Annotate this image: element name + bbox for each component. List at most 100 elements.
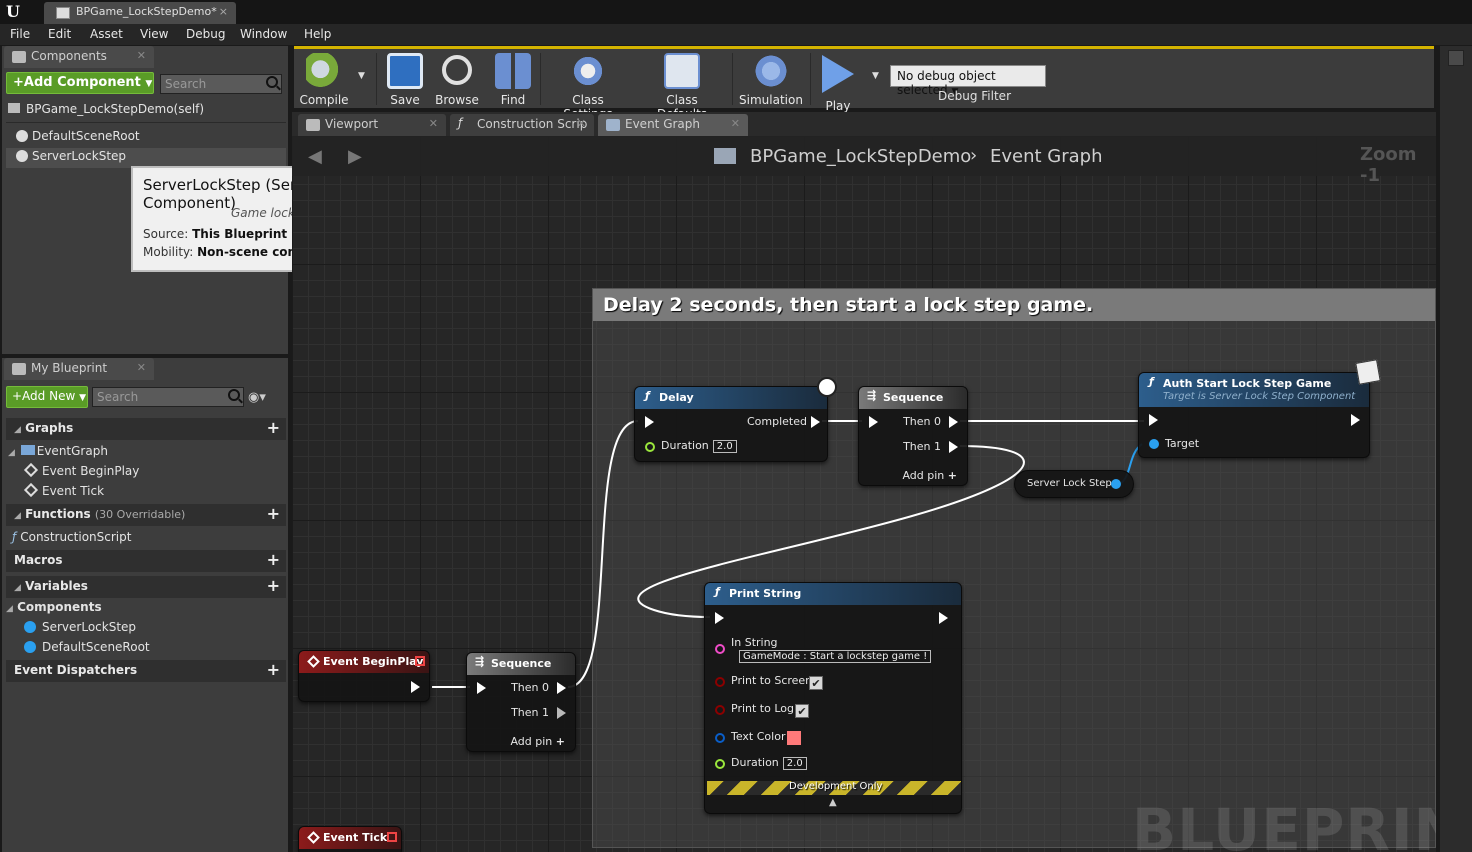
node-server-lock-step-getter[interactable]: Server Lock Step bbox=[1014, 470, 1134, 498]
exec-out-pin[interactable] bbox=[1351, 414, 1360, 426]
in-string-field[interactable]: GameMode : Start a lockstep game ! bbox=[735, 649, 932, 663]
advanced-pins-expand-icon[interactable]: ▲ bbox=[829, 797, 837, 808]
menu-asset[interactable]: Asset bbox=[90, 27, 123, 41]
close-tab-icon[interactable]: × bbox=[218, 5, 228, 18]
duration-value[interactable]: 2.0 bbox=[712, 440, 737, 453]
add-new-button[interactable]: +Add New ▼ bbox=[6, 386, 88, 408]
close-icon[interactable]: ✕ bbox=[428, 117, 438, 130]
node-event-begin-play[interactable]: Event BeginPlay bbox=[298, 650, 430, 702]
my-blueprint-search-input[interactable]: Search bbox=[92, 387, 244, 407]
class-settings-button[interactable]: Class Settings bbox=[546, 53, 630, 121]
visibility-eye-icon[interactable]: ◉▾ bbox=[248, 390, 266, 405]
node-sequence-top[interactable]: ⇶ Sequence Then 0 Then 1 Add pin + bbox=[858, 386, 968, 486]
event-dispatchers-section[interactable]: Event Dispatchers + bbox=[6, 660, 286, 682]
close-icon[interactable]: ✕ bbox=[576, 117, 586, 130]
components-category[interactable]: ◢ Components bbox=[6, 600, 102, 614]
play-options-chevron-icon[interactable]: ▼ bbox=[872, 71, 879, 81]
event-graph-canvas[interactable]: ◀ ▶ BPGame_LockStepDemo › Event Graph Zo… bbox=[292, 136, 1436, 852]
debug-object-select[interactable]: No debug object selected ▼ bbox=[890, 65, 1046, 97]
event-graph-item[interactable]: ◢ EventGraph bbox=[8, 444, 108, 458]
exec-out-pin[interactable] bbox=[557, 682, 566, 694]
variable-server-lock-step[interactable]: ServerLockStep bbox=[24, 620, 136, 634]
exec-out-pin[interactable] bbox=[939, 612, 948, 624]
tab-event-graph[interactable]: Event Graph ✕ bbox=[598, 114, 748, 136]
text-color-swatch[interactable] bbox=[787, 731, 801, 745]
my-blueprint-tab[interactable]: My Blueprint ✕ bbox=[4, 358, 154, 380]
compile-button[interactable]: Compile bbox=[298, 53, 350, 109]
float-pin-icon[interactable] bbox=[715, 759, 725, 769]
menu-window[interactable]: Window bbox=[240, 27, 288, 41]
simulation-button[interactable]: Simulation bbox=[738, 53, 804, 109]
exec-out-pin[interactable] bbox=[811, 416, 820, 428]
component-default-scene-root[interactable]: DefaultSceneRoot bbox=[16, 129, 140, 143]
add-function-icon[interactable]: + bbox=[266, 504, 280, 523]
self-row[interactable]: BPGame_LockStepDemo(self) bbox=[8, 102, 204, 116]
graph-item-tick[interactable]: Event Tick bbox=[23, 482, 104, 498]
components-search-input[interactable]: Search bbox=[160, 74, 282, 94]
comment-title[interactable]: Delay 2 seconds, then start a lock step … bbox=[593, 289, 1435, 321]
menu-help[interactable]: Help bbox=[304, 27, 332, 41]
duration-value[interactable]: 2.0 bbox=[782, 757, 807, 770]
class-defaults-button[interactable]: Class Defaults bbox=[640, 53, 724, 121]
close-icon[interactable]: ✕ bbox=[730, 117, 740, 130]
graphs-section[interactable]: ◢ Graphs + bbox=[6, 418, 286, 440]
compile-options-chevron-icon[interactable]: ▼ bbox=[358, 71, 365, 81]
add-component-button[interactable]: +Add Component ▼ bbox=[6, 72, 154, 94]
node-event-tick[interactable]: Event Tick bbox=[298, 826, 402, 852]
breadcrumb-root[interactable]: BPGame_LockStepDemo bbox=[750, 146, 972, 167]
object-pin-icon[interactable] bbox=[1149, 439, 1159, 449]
menu-debug[interactable]: Debug bbox=[186, 27, 226, 41]
exec-in-pin[interactable] bbox=[645, 416, 654, 428]
find-button[interactable]: Find bbox=[490, 53, 536, 109]
exec-in-pin[interactable] bbox=[869, 416, 878, 428]
add-variable-icon[interactable]: + bbox=[266, 576, 280, 595]
tab-viewport[interactable]: Viewport ✕ bbox=[298, 114, 446, 136]
back-arrow-icon[interactable]: ◀ bbox=[308, 146, 322, 167]
forward-arrow-icon[interactable]: ▶ bbox=[348, 146, 362, 167]
close-icon[interactable]: ✕ bbox=[136, 49, 146, 62]
tab-construction-script[interactable]: ƒ Construction Scrip ✕ bbox=[450, 114, 594, 136]
play-button[interactable]: Play bbox=[816, 53, 860, 113]
node-print-string[interactable]: ƒ Print String In String GameMode : Star… bbox=[704, 582, 962, 814]
document-tab[interactable]: BPGame_LockStepDemo* × bbox=[44, 2, 236, 24]
graph-item-begin-play[interactable]: Event BeginPlay bbox=[23, 462, 139, 478]
components-tab[interactable]: Components ✕ bbox=[4, 46, 154, 68]
bool-pin-icon[interactable] bbox=[715, 705, 725, 715]
object-pin-icon[interactable] bbox=[1111, 479, 1121, 489]
struct-pin-icon[interactable] bbox=[715, 733, 725, 743]
menu-edit[interactable]: Edit bbox=[48, 27, 72, 41]
string-pin-icon[interactable] bbox=[715, 644, 725, 654]
menu-file[interactable]: File bbox=[10, 27, 31, 41]
in-string-value[interactable]: GameMode : Start a lockstep game ! bbox=[739, 650, 932, 663]
add-dispatcher-icon[interactable]: + bbox=[266, 660, 280, 679]
add-macro-icon[interactable]: + bbox=[266, 550, 280, 569]
node-sequence-bottom[interactable]: ⇶ Sequence Then 0 Then 1 Add pin + bbox=[466, 652, 576, 752]
details-icon[interactable] bbox=[1448, 50, 1464, 66]
component-server-lock-step[interactable]: ServerLockStep bbox=[6, 148, 286, 168]
exec-out-pin[interactable] bbox=[411, 681, 420, 693]
unreal-logo-icon[interactable]: U bbox=[6, 2, 20, 21]
menu-view[interactable]: View bbox=[140, 27, 169, 41]
save-button[interactable]: Save bbox=[382, 53, 428, 109]
exec-in-pin[interactable] bbox=[477, 682, 486, 694]
print-to-screen-checkbox[interactable]: ✔ bbox=[809, 676, 823, 690]
variables-section[interactable]: ◢ Variables + bbox=[6, 576, 286, 598]
exec-out-pin[interactable] bbox=[949, 441, 958, 453]
bool-pin-icon[interactable] bbox=[715, 677, 725, 687]
exec-out-pin[interactable] bbox=[949, 416, 958, 428]
exec-in-pin[interactable] bbox=[715, 612, 724, 624]
exec-in-pin[interactable] bbox=[1149, 414, 1158, 426]
add-pin-button[interactable]: Add pin + bbox=[902, 469, 957, 482]
close-icon[interactable]: ✕ bbox=[136, 361, 146, 374]
macros-section[interactable]: Macros + bbox=[6, 550, 286, 572]
variable-default-scene-root[interactable]: DefaultSceneRoot bbox=[24, 640, 150, 654]
add-pin-button[interactable]: Add pin + bbox=[510, 735, 565, 748]
exec-out-pin-unconnected[interactable] bbox=[557, 707, 566, 719]
browse-button[interactable]: Browse bbox=[434, 53, 480, 109]
print-to-log-checkbox[interactable]: ✔ bbox=[795, 704, 809, 718]
add-graph-icon[interactable]: + bbox=[266, 418, 280, 437]
functions-section[interactable]: ◢ Functions (30 Overridable) + bbox=[6, 504, 286, 526]
float-pin-icon[interactable] bbox=[645, 442, 655, 452]
